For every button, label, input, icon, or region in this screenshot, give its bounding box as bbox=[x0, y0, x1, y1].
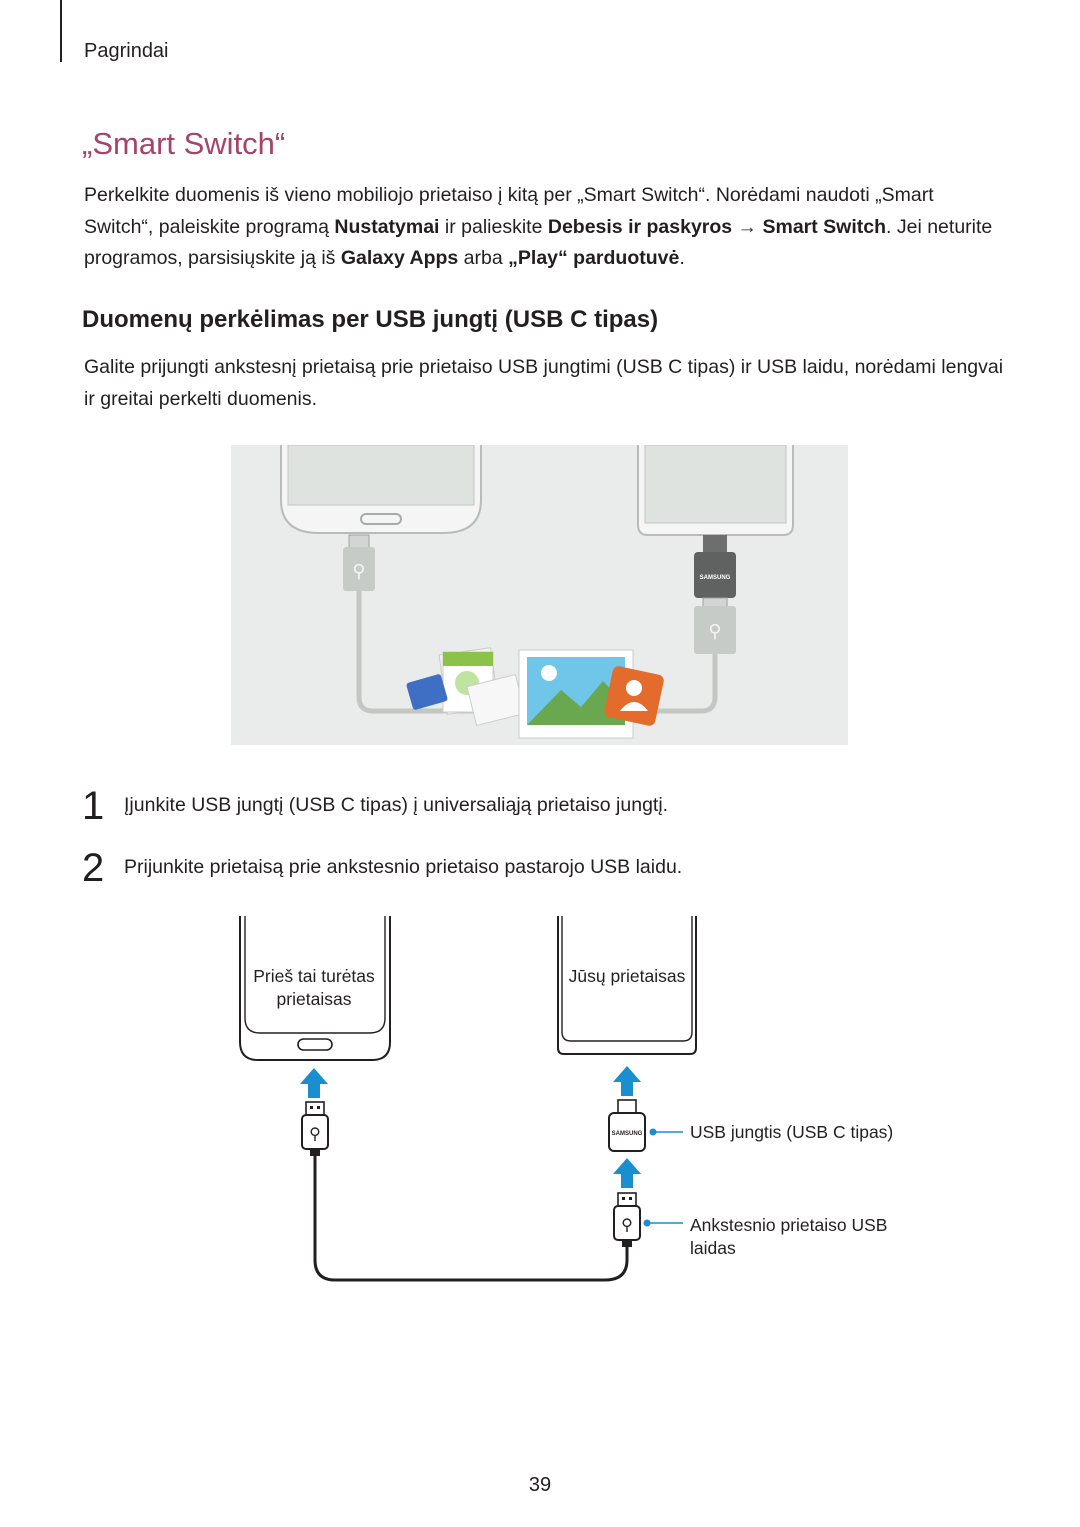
left-usb-plug: ⚲ bbox=[343, 534, 375, 591]
connection-diagram: Prieš tai turėtas prietaisas Jūsų prieta… bbox=[239, 916, 893, 1282]
new-device-label: Jūsų prietaisas bbox=[569, 966, 686, 986]
otg-connector-icon: SAMSUNG bbox=[608, 1099, 646, 1152]
step-1-text: Įjunkite USB jungtį (USB C tipas) į univ… bbox=[124, 794, 669, 816]
up-arrow-right-icon bbox=[613, 1066, 641, 1096]
up-arrow-middle-icon bbox=[613, 1158, 641, 1188]
connector-brand-1: SAMSUNG bbox=[700, 575, 731, 581]
old-device-label-1: Prieš tai turėtas bbox=[253, 966, 375, 986]
intro-arrow: → bbox=[732, 215, 763, 238]
left-usb-plug-icon: ⚲ bbox=[301, 1101, 329, 1156]
step-2-text: Prijunkite prietaisą prie ankstesnio pri… bbox=[124, 856, 683, 878]
page-title: „Smart Switch“ bbox=[82, 126, 286, 161]
intro-bold-cloud: Debesis ir paskyros bbox=[547, 215, 733, 238]
subheading: Duomenų perkėlimas per USB jungtį (USB C… bbox=[82, 306, 659, 333]
cable-usb-plug-icon: ⚲ bbox=[613, 1192, 641, 1247]
intro-text-2: ir palieskite bbox=[439, 215, 548, 238]
intro-bold-galaxy-apps: Galaxy Apps bbox=[340, 247, 459, 269]
new-device: Jūsų prietaisas bbox=[557, 916, 697, 1055]
right-otg-connector: SAMSUNG ⚲ bbox=[694, 535, 736, 654]
page-number: 39 bbox=[528, 1474, 552, 1496]
intro-text-1: Perkelkite duomenis iš vieno mobiliojo p… bbox=[84, 184, 934, 238]
intro-text-6: . bbox=[679, 247, 685, 269]
svg-text:⚲: ⚲ bbox=[621, 1217, 633, 1234]
file-icons bbox=[406, 647, 664, 739]
margin-rule bbox=[60, 0, 62, 62]
up-arrow-left-icon bbox=[300, 1068, 328, 1098]
intro-bold-settings: Nustatymai bbox=[334, 215, 440, 238]
section-header: Pagrindai bbox=[84, 40, 169, 62]
old-device-label-2: prietaisas bbox=[277, 989, 352, 1009]
connector-brand-2: SAMSUNG bbox=[612, 1131, 643, 1137]
intro-bold-smart-switch: Smart Switch bbox=[762, 215, 887, 238]
old-phone-illustration bbox=[280, 445, 482, 534]
connector-label: USB jungtis (USB C tipas) bbox=[690, 1122, 893, 1142]
intro-text-4: . Jei neturite programos, parsisiųskite … bbox=[84, 215, 993, 270]
intro-paragraph: Perkelkite duomenis iš vieno mobiliojo p… bbox=[84, 180, 1004, 275]
step-1-number: 1 bbox=[82, 784, 105, 828]
cable-label-1: Ankstesnio prietaiso USB bbox=[690, 1215, 887, 1235]
step-2-number: 2 bbox=[82, 846, 105, 890]
intro-text-5: arba bbox=[458, 247, 509, 269]
cable-label-2: laidas bbox=[690, 1238, 736, 1258]
connector-callout: USB jungtis (USB C tipas) bbox=[649, 1122, 893, 1142]
intro-bold-play-store: „Play“ parduotuvė bbox=[508, 247, 680, 269]
new-phone-illustration bbox=[637, 445, 794, 536]
transfer-illustration: ⚲ SAMSUNG ⚲ bbox=[231, 445, 848, 745]
subintro-paragraph: Galite prijungti ankstesnį prietaisą pri… bbox=[84, 356, 1004, 410]
svg-text:⚲: ⚲ bbox=[352, 561, 365, 581]
svg-text:⚲: ⚲ bbox=[309, 1126, 321, 1143]
old-device: Prieš tai turėtas prietaisas bbox=[239, 916, 391, 1061]
cable-callout: Ankstesnio prietaiso USB laidas bbox=[643, 1215, 887, 1258]
svg-text:⚲: ⚲ bbox=[708, 621, 721, 641]
